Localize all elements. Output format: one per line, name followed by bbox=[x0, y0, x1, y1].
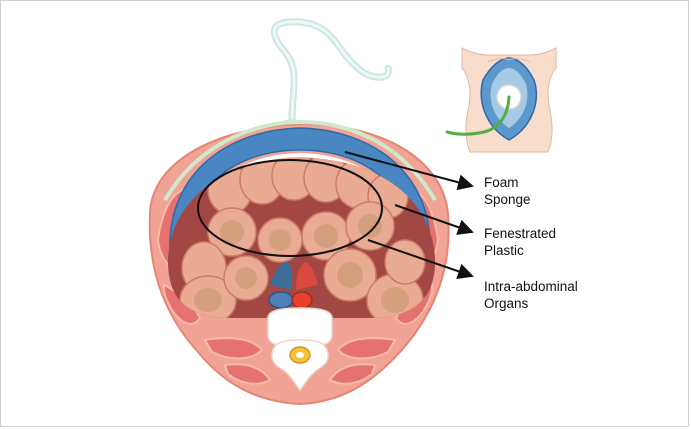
vena-cava bbox=[269, 292, 293, 308]
fenestrated-plastic-label: Fenestrated Plastic bbox=[484, 225, 556, 259]
aorta bbox=[292, 292, 312, 308]
foam-sponge-label: Foam Sponge bbox=[484, 174, 531, 208]
torso-wound-vac-icon bbox=[447, 48, 556, 152]
intra-abdominal-organs-label: Intra-abdominal Organs bbox=[484, 278, 578, 312]
